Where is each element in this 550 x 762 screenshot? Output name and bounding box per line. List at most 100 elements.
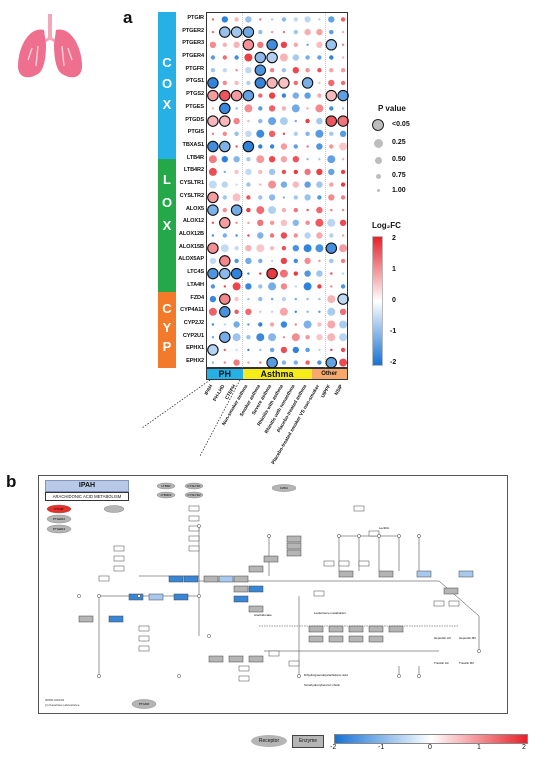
bubble (304, 270, 311, 277)
bubble (266, 267, 278, 280)
bubble (279, 307, 288, 316)
bubble (234, 258, 239, 264)
bubble (318, 297, 321, 301)
kegg-tick-m2: -2 (330, 744, 337, 751)
bubble (327, 218, 336, 227)
bubble (329, 233, 334, 238)
bubble (242, 140, 255, 153)
bubble (294, 310, 297, 313)
bubble (341, 272, 345, 275)
map-title: ARACHIDONIC ACID METABOLISM (45, 492, 129, 501)
bubble (235, 348, 238, 352)
bubble (282, 132, 286, 135)
bubble (304, 181, 311, 188)
enzyme-ptgs2 (168, 575, 184, 583)
bubble (259, 18, 262, 21)
compound-node (207, 634, 211, 638)
bubble (222, 55, 227, 60)
node-trioxilin-b3: Trioxilin B3 (459, 661, 474, 665)
bubble (292, 181, 299, 188)
enzyme-number-box (113, 555, 125, 562)
bubble-plot (207, 13, 349, 369)
bubble (207, 191, 219, 204)
bubble (328, 16, 335, 23)
enzyme-number-box (188, 515, 200, 522)
bubble (259, 310, 262, 313)
bubble (258, 106, 263, 111)
bubble (259, 272, 262, 275)
bubble (278, 77, 290, 89)
svg-text:PTGDR: PTGDR (139, 702, 150, 706)
bubble (329, 55, 334, 60)
kegg-colorbar (334, 734, 528, 744)
bubble (279, 269, 288, 278)
enzyme-number-box (188, 525, 200, 532)
bubble (306, 107, 309, 110)
pvalue-dot-4 (376, 174, 381, 179)
bubble (280, 257, 288, 265)
bubble (222, 207, 227, 213)
bubble (230, 26, 243, 38)
bubble (207, 242, 219, 254)
svg-text:PTGIR: PTGIR (54, 507, 64, 511)
bubble (211, 361, 215, 364)
bubble (246, 335, 251, 340)
bubble (234, 55, 239, 60)
bubble (328, 79, 335, 87)
bubble (230, 89, 243, 102)
gene-label: TBXAS1 (182, 142, 205, 148)
bubble (327, 320, 336, 329)
gene-label: LTA4H (187, 281, 204, 288)
gene-label: ALOX12B (178, 231, 204, 237)
bubble (305, 131, 310, 136)
node-hepoxilin-b3: Hepoxilin B3 (459, 636, 476, 640)
bubble (268, 180, 277, 189)
bubble (293, 131, 298, 136)
enzyme-number-box (358, 560, 370, 567)
bubble (281, 106, 287, 111)
receptor-ptger4: PTGER4 (46, 524, 72, 534)
bubble (305, 68, 310, 73)
bubble (219, 115, 231, 127)
bubble (330, 208, 333, 212)
bubble (293, 207, 298, 213)
bubble (247, 221, 250, 224)
bubble (304, 168, 311, 176)
bubble (316, 28, 323, 36)
bubble (301, 77, 314, 89)
bubble (268, 282, 277, 291)
bubble (327, 307, 336, 316)
bubble (259, 361, 262, 364)
bubble (209, 295, 217, 303)
bubble (304, 232, 311, 239)
bubble (292, 54, 299, 61)
bubble (266, 356, 278, 369)
bubble (247, 272, 250, 275)
bubble (246, 182, 251, 187)
bubble (223, 170, 226, 174)
bubble (304, 194, 311, 201)
bubble (329, 144, 334, 149)
enzyme-alox-f (458, 570, 474, 578)
bubble (230, 267, 243, 280)
bubble (242, 26, 255, 38)
bubble (210, 284, 216, 289)
compound-node (357, 534, 361, 538)
kegg-footer-2: (c) Kanehisa Laboratories (45, 703, 80, 707)
gene-label: PTGIR (187, 14, 204, 21)
bubble (281, 169, 287, 175)
kegg-tick-m1: -1 (378, 744, 385, 751)
bubble (256, 206, 265, 215)
bubble (270, 259, 274, 263)
bubble (234, 309, 239, 314)
bubble (256, 333, 265, 342)
bubble (258, 284, 263, 289)
compound-node (417, 674, 421, 678)
bubble (291, 333, 300, 342)
bubble (317, 68, 322, 73)
bubble (245, 308, 252, 315)
bubble (279, 117, 288, 126)
pvalue-dot-1 (372, 119, 384, 131)
pvalue-label-2: 0.25 (392, 139, 406, 146)
